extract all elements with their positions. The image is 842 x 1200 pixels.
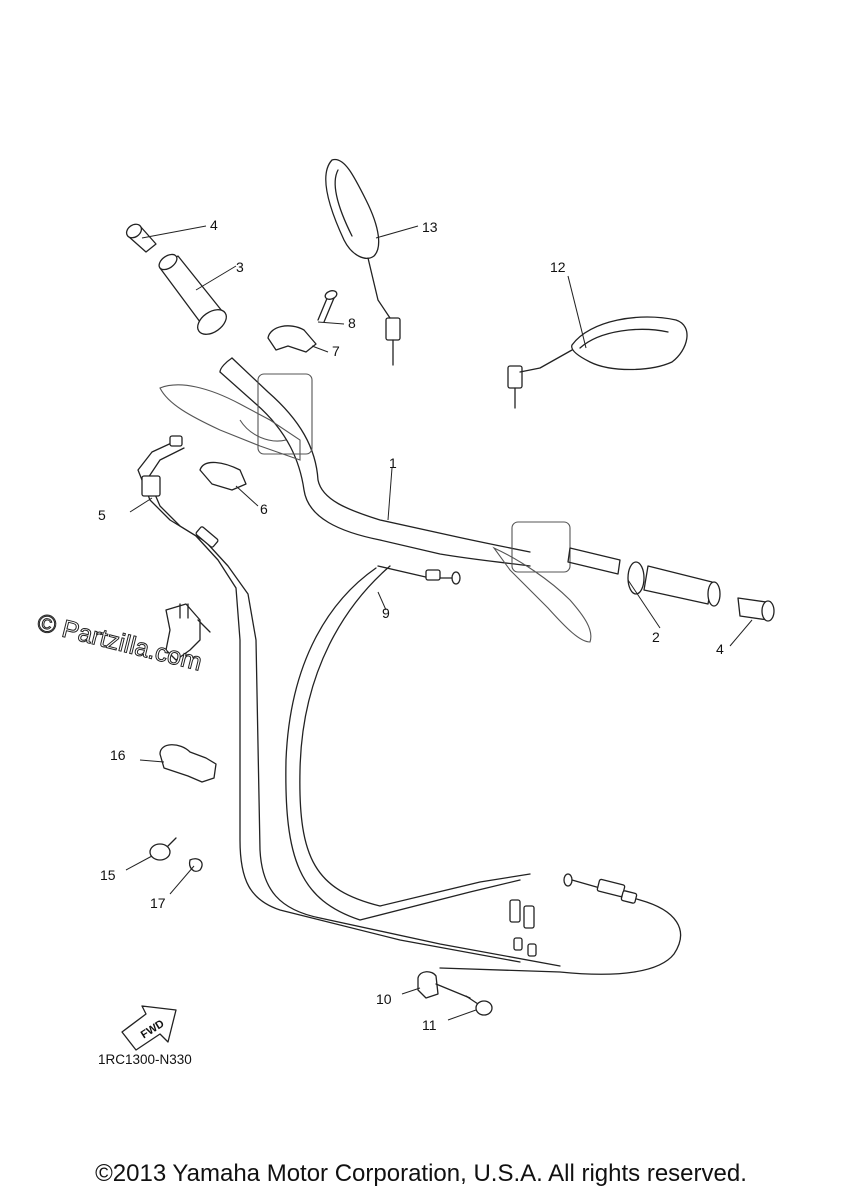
- callout-1: 1: [389, 455, 397, 471]
- bolt[interactable]: [317, 289, 338, 323]
- cable-band-2[interactable]: [188, 858, 203, 872]
- callout-11: 11: [422, 1017, 437, 1033]
- cable-front[interactable]: [285, 565, 531, 921]
- right-lever-assembly: [492, 521, 592, 643]
- callout-7: 7: [332, 343, 340, 359]
- right-mirror[interactable]: [507, 316, 688, 409]
- cable-guide[interactable]: [165, 603, 211, 661]
- right-bar-end[interactable]: [737, 597, 775, 622]
- holder-upper[interactable]: [267, 325, 317, 353]
- callout-9: 9: [382, 605, 390, 621]
- callout-6: 6: [260, 501, 268, 517]
- callout-16: 16: [110, 747, 126, 763]
- callout-5: 5: [98, 507, 106, 523]
- left-lever-assembly: [159, 373, 313, 461]
- cable-band[interactable]: [149, 837, 177, 861]
- callout-8: 8: [348, 315, 356, 331]
- leader-lines: [125, 225, 753, 1021]
- callout-10: 10: [376, 991, 392, 1007]
- cable-clamp[interactable]: [159, 744, 217, 783]
- left-bar-end[interactable]: [124, 221, 157, 253]
- fwd-arrow-icon: FWD: [121, 1005, 177, 1051]
- left-mirror[interactable]: [325, 158, 401, 366]
- cable-right[interactable]: [439, 873, 682, 975]
- right-grip[interactable]: [567, 547, 721, 607]
- callout-3: 3: [236, 259, 244, 275]
- screw[interactable]: [465, 995, 493, 1016]
- callout-2: 2: [652, 629, 660, 645]
- callout-12: 12: [550, 259, 566, 275]
- handlebar[interactable]: [219, 357, 531, 567]
- throttle-cable-assembly[interactable]: [137, 435, 561, 967]
- holder-lower[interactable]: [199, 461, 247, 491]
- clip[interactable]: [417, 971, 471, 999]
- callout-13: 13: [422, 219, 438, 235]
- cable-ends[interactable]: [509, 899, 537, 957]
- left-grip[interactable]: [156, 251, 230, 339]
- callout-4-left: 4: [210, 217, 218, 233]
- callout-17: 17: [150, 895, 166, 911]
- callout-4-right: 4: [716, 641, 724, 657]
- diagram-code: 1RC1300-N330: [98, 1052, 192, 1067]
- copyright-notice: ©2013 Yamaha Motor Corporation, U.S.A. A…: [95, 1160, 747, 1187]
- callout-15: 15: [100, 867, 116, 883]
